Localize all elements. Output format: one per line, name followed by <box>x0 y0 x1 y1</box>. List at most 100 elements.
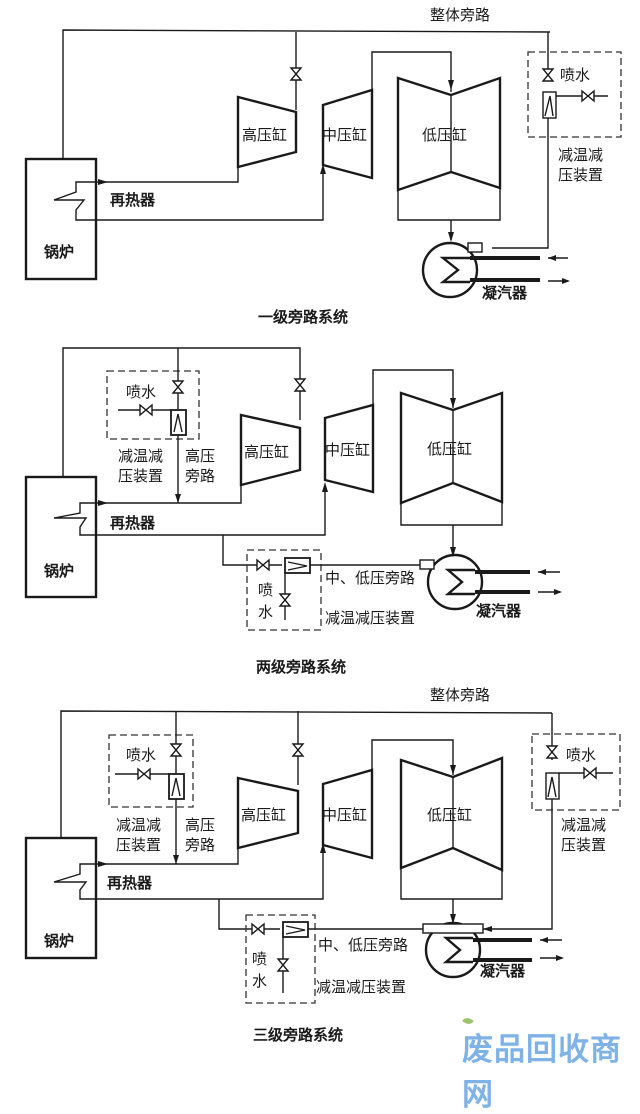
arrow-icon <box>540 937 548 943</box>
desuperheater-glyph <box>173 413 183 433</box>
main-steam-line <box>60 710 553 838</box>
hp-bypass-valve-icon <box>172 380 184 394</box>
label-desuperheater-1: 减温减 <box>116 816 161 834</box>
reheater-coil <box>53 863 96 900</box>
label-right-desuperheater-1: 减温减 <box>561 816 606 834</box>
condenser-inlet-icon <box>419 559 435 570</box>
arrow-icon <box>554 589 562 595</box>
bypass-valve-icon <box>542 68 554 82</box>
label-reheater: 再热器 <box>110 514 156 532</box>
label-hp-cylinder: 高压缸 <box>244 443 289 461</box>
label-hp-bypass-2: 旁路 <box>185 467 215 485</box>
bypass-to-condenser <box>492 118 549 249</box>
cooling-water-pipes <box>470 256 540 282</box>
cold-reheat-line <box>96 485 242 504</box>
hp-cylinder <box>236 95 298 169</box>
spray-valve-icon <box>139 404 153 416</box>
label-hp-bypass-2: 旁路 <box>185 836 215 854</box>
diagram-three-stage: 整体旁路 锅炉 再热器 高压缸 喷水 减温减 压装置 高压 旁路 中压缸 低压缸 <box>24 686 621 1044</box>
ip-cylinder <box>323 403 375 494</box>
ip-lp-desuperheater-box <box>246 549 322 631</box>
hp-cylinder <box>239 413 302 487</box>
label-condenser: 凝汽器 <box>480 962 526 980</box>
desuperheater-box <box>527 51 622 138</box>
label-ip-lp-bypass: 中、低压旁路 <box>318 936 408 954</box>
label-boiler: 锅炉 <box>44 932 74 950</box>
ip-lp-desuperheater-box <box>245 914 316 1004</box>
arrow-icon <box>320 843 326 853</box>
arrow-icon <box>98 179 108 185</box>
cooling-water-arrows <box>538 571 560 593</box>
lp-exhaust <box>397 188 501 221</box>
hp-desuperheater-box <box>106 370 200 440</box>
desuperheater-glyph <box>285 925 306 935</box>
cold-reheat-line <box>96 848 239 865</box>
label-boiler: 锅炉 <box>44 243 74 261</box>
label-condenser: 凝汽器 <box>482 284 528 302</box>
label-boiler: 锅炉 <box>44 562 74 580</box>
label-desuperheater-2: 压装置 <box>558 166 603 184</box>
arrow-icon <box>548 255 556 261</box>
label-condenser: 凝汽器 <box>476 602 522 620</box>
cooling-water-pipes <box>473 938 532 962</box>
condenser-inlet-icon <box>422 923 484 934</box>
lp-exhaust <box>400 502 503 526</box>
label-desuperheater-1: 减温减 <box>558 146 603 164</box>
hp-inlet-valve-icon <box>294 378 306 392</box>
overall-desuperheater-box <box>531 733 621 811</box>
label-spray-water: 喷水 <box>126 746 156 764</box>
label-lp-cylinder: 低压缸 <box>422 126 467 144</box>
reheater-coil <box>53 502 96 536</box>
label-spray-water-1: 喷 <box>252 950 267 968</box>
arrow-icon <box>320 164 326 174</box>
arrow-icon <box>448 232 454 242</box>
desuperheater-glyph <box>544 95 554 117</box>
arrow-icon <box>556 955 564 961</box>
label-spray-water: 喷水 <box>566 746 596 764</box>
cold-reheat-line <box>96 167 239 183</box>
spray-valve-icon <box>581 90 595 102</box>
hp-inlet-valve-icon <box>292 743 304 757</box>
ip-lp-bypass-line <box>218 899 280 930</box>
label-ip-lp-bypass: 中、低压旁路 <box>325 569 415 587</box>
cooling-water-arrows <box>548 257 568 282</box>
spray-valve-icon <box>277 958 289 972</box>
label-reheater: 再热器 <box>107 874 153 892</box>
ip-lp-bypass-valve-icon <box>256 559 270 571</box>
crossover-pipe <box>371 739 454 775</box>
crossover-pipe <box>372 369 454 408</box>
label-desuperheater-full: 减温减压装置 <box>316 978 406 996</box>
ip-cylinder <box>321 88 374 180</box>
label-overall-bypass: 整体旁路 <box>430 6 490 24</box>
label-ip-cylinder: 中压缸 <box>325 441 370 459</box>
label-desuperheater-2: 压装置 <box>118 467 163 485</box>
label-desuperheater-2: 压装置 <box>116 836 161 854</box>
overall-bypass-valve-icon <box>546 745 558 759</box>
condenser <box>421 241 479 299</box>
condenser <box>426 553 484 611</box>
label-ip-cylinder: 中压缸 <box>322 126 367 144</box>
spray-valve-icon <box>137 768 151 780</box>
desuperheater-glyph <box>287 561 308 571</box>
caption-single-stage: 一级旁路系统 <box>258 308 348 326</box>
overall-bypass-to-condenser <box>483 799 553 930</box>
spray-valve-icon <box>583 767 597 779</box>
boiler-box <box>24 157 98 281</box>
reheater-coil <box>53 181 96 221</box>
arrow-icon <box>173 855 179 864</box>
arrow-icon <box>450 765 456 775</box>
desuperheater-icon <box>168 773 185 800</box>
caption-three-stage: 三级旁路系统 <box>253 1026 343 1044</box>
desuperheater-glyph <box>171 777 181 797</box>
diagram-two-stage: 锅炉 再热器 高压缸 喷水 减温减 压装置 高压 旁路 中压缸 低压缸 <box>24 347 562 676</box>
bypass-systems-diagram: 整体旁路 锅炉 再热器 高压缸 中压缸 低压缸 <box>24 6 622 1044</box>
diagram-single-stage: 整体旁路 锅炉 再热器 高压缸 中压缸 低压缸 <box>24 6 622 326</box>
label-reheater: 再热器 <box>110 191 156 209</box>
label-desuperheater-full: 减温减压装置 <box>325 609 415 627</box>
desuperheater-icon <box>170 409 187 436</box>
ip-cylinder <box>321 768 374 860</box>
hp-cylinder <box>236 776 300 850</box>
arrow-icon <box>483 926 492 932</box>
arrow-icon <box>538 569 546 575</box>
crossover-pipe <box>371 51 452 92</box>
